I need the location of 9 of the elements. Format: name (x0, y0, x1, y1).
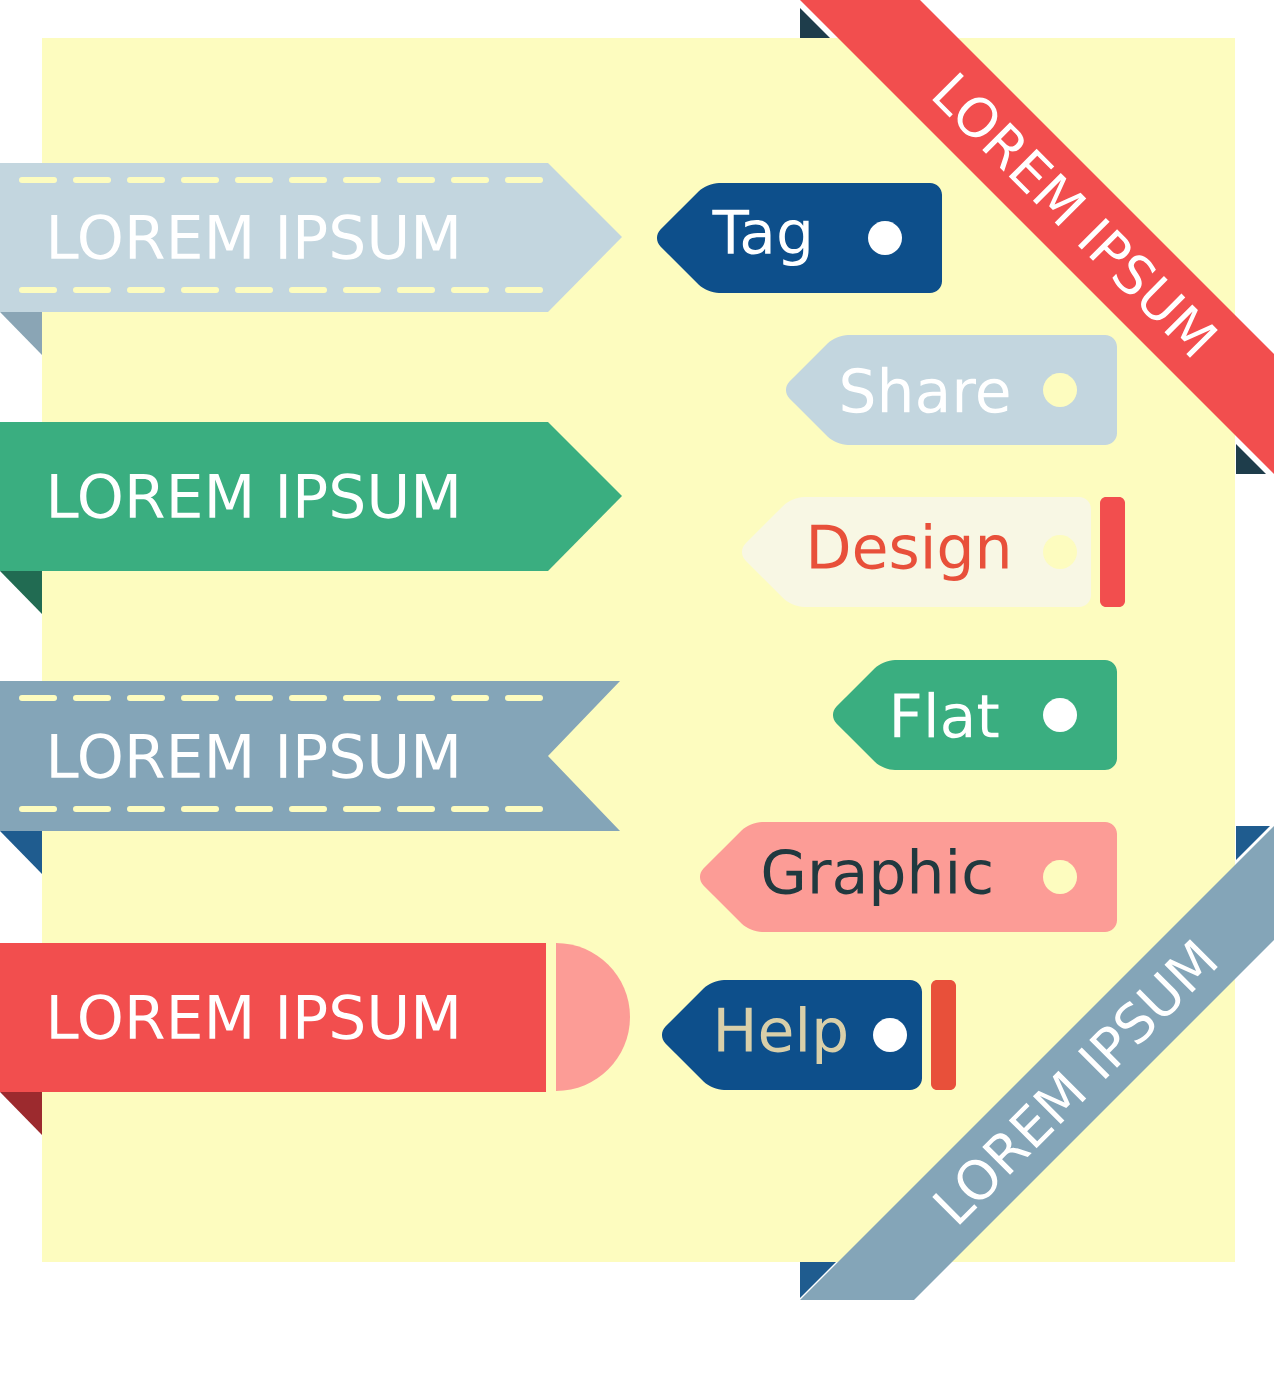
tag-label: Tag (657, 183, 942, 293)
tag-label: Share (786, 335, 1117, 445)
ribbon-banner: LOREM IPSUM (0, 681, 620, 874)
tag-label: Flat (833, 660, 1117, 770)
ribbon-banner: LOREM IPSUM (0, 422, 622, 614)
tag-label: Design (742, 497, 1125, 607)
ribbon-banner: LOREM IPSUM (0, 943, 630, 1135)
ribbon-banner: LOREM IPSUM (0, 163, 622, 355)
tag-label: Graphic (700, 822, 1117, 932)
